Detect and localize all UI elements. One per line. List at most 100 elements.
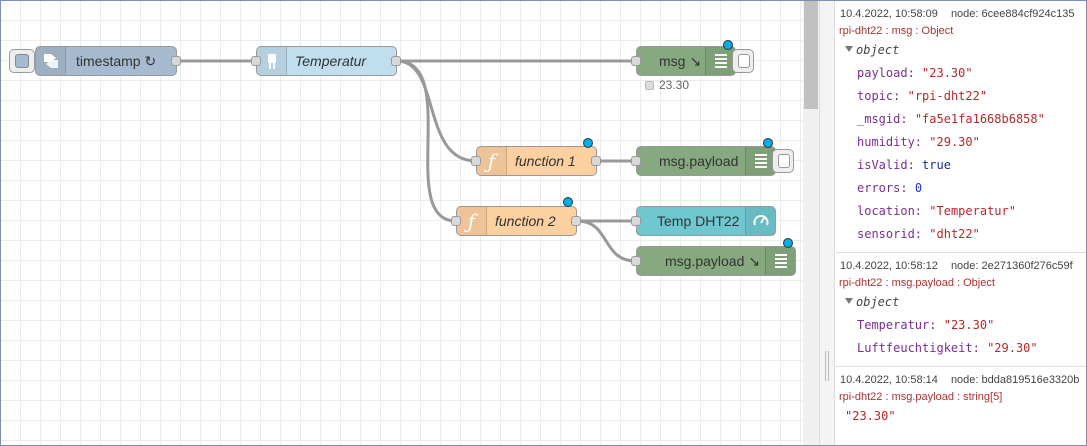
property-key: sensorid:	[857, 227, 923, 241]
node-debug-msg[interactable]: msg ↘	[636, 46, 736, 76]
object-property: _msgid: "fa5e1fa1668b6858"	[839, 108, 1086, 131]
debug-toggle-button[interactable]	[772, 149, 794, 173]
list-icon	[705, 47, 735, 75]
node-debug-payload1-label: msg.payload	[659, 153, 739, 169]
object-property: topic: "rpi-dht22"	[839, 85, 1086, 108]
node-temperatur[interactable]: Temperatur	[256, 46, 397, 76]
port-debug-payload1-in[interactable]	[631, 156, 641, 166]
node-debug-msg-label: msg ↘	[659, 52, 702, 69]
debug-message-date: 10.4.2022, 10:58:12	[840, 260, 938, 272]
port-timestamp-out[interactable]	[171, 56, 181, 66]
debug-object: object payload: "23.30" topic: "rpi-dht2…	[839, 39, 1086, 246]
debug-message: 10.4.2022, 10:58:09 node: 6cee884cf924c1…	[835, 1, 1086, 253]
node-function1-label: function 1	[515, 153, 576, 169]
debug-value: "23.30"	[839, 405, 1086, 428]
node-status: 23.30	[645, 78, 689, 92]
port-gauge-in[interactable]	[631, 216, 641, 226]
node-timestamp[interactable]: timestamp ↻	[35, 46, 177, 76]
property-key: humidity:	[857, 135, 923, 149]
node-gauge-temp-dht22[interactable]: Temp DHT22	[636, 206, 776, 236]
debug-message-date: 10.4.2022, 10:58:09	[840, 8, 938, 20]
status-square-icon	[645, 80, 654, 90]
port-function1-out[interactable]	[591, 156, 601, 166]
inject-button[interactable]	[9, 49, 35, 73]
property-key: Temperatur:	[857, 318, 937, 332]
object-property: Temperatur: "23.30"	[839, 314, 1086, 337]
debug-message-topic: rpi-dht22 : msg.payload : string[5]	[839, 391, 1003, 403]
property-value: "23.30"	[922, 66, 973, 80]
debug-message-meta: 10.4.2022, 10:58:09 node: 6cee884cf924c1…	[839, 5, 1086, 23]
debug-message-topic: rpi-dht22 : msg.payload : Object	[839, 277, 995, 289]
object-toggle[interactable]: object	[839, 291, 1086, 314]
debug-message: 10.4.2022, 10:58:12 node: 2e271360f276c5…	[835, 253, 1086, 367]
object-property: errors: 0	[839, 177, 1086, 200]
debug-toggle-button[interactable]	[732, 49, 754, 73]
object-property: Luftfeuchtigkeit: "29.30"	[839, 337, 1086, 360]
property-value: "fa5e1fa1668b6858"	[914, 112, 1045, 126]
node-timestamp-label: timestamp ↻	[76, 52, 157, 69]
object-property: sensorid: "dht22"	[839, 223, 1086, 246]
object-toggle[interactable]: object	[839, 39, 1086, 62]
property-key: errors:	[857, 181, 908, 195]
gauge-icon	[745, 207, 775, 235]
property-key: topic:	[857, 89, 901, 103]
status-dot	[563, 197, 573, 207]
node-function1[interactable]: ƒ function 1	[476, 146, 597, 176]
property-value: true	[922, 158, 951, 172]
debug-message-topic: rpi-dht22 : msg : Object	[839, 25, 954, 37]
debug-message-date: 10.4.2022, 10:58:14	[840, 374, 938, 386]
port-temperatur-out[interactable]	[391, 56, 401, 66]
debug-message: 10.4.2022, 10:58:14 node: bdda819516e332…	[835, 367, 1086, 434]
function-icon: ƒ	[457, 207, 487, 235]
expand-triangle-icon	[845, 46, 853, 52]
port-function2-in[interactable]	[451, 216, 461, 226]
workspace-scrollbar-thumb[interactable]	[804, 1, 818, 109]
node-function2[interactable]: ƒ function 2	[456, 206, 577, 236]
port-debug-msg-in[interactable]	[631, 56, 641, 66]
node-gauge-label: Temp DHT22	[657, 213, 740, 229]
debug-message-meta: 10.4.2022, 10:58:14 node: bdda819516e332…	[839, 371, 1086, 389]
splitter-grip[interactable]	[825, 351, 829, 381]
node-debug-payload1[interactable]: msg.payload	[636, 146, 776, 176]
property-value: "23.30"	[943, 318, 995, 332]
property-value: "29.30"	[987, 341, 1038, 355]
object-property: location: "Temperatur"	[839, 200, 1086, 223]
status-dot	[783, 238, 793, 248]
port-function2-out[interactable]	[571, 216, 581, 226]
object-property: isValid: true	[839, 154, 1086, 177]
function-icon: ƒ	[477, 147, 507, 175]
property-key: Luftfeuchtigkeit:	[857, 341, 980, 355]
status-dot	[763, 138, 773, 148]
list-icon	[765, 247, 795, 275]
status-dot	[583, 138, 593, 148]
debug-object: object Temperatur: "23.30" Luftfeuchtigk…	[839, 291, 1086, 360]
property-value: "29.30"	[929, 135, 980, 149]
wire-function2-msgpayload2	[575, 219, 638, 263]
debug-sidebar: 10.4.2022, 10:58:09 node: 6cee884cf924c1…	[835, 1, 1086, 445]
port-temperatur-in[interactable]	[251, 56, 261, 66]
object-type-label: object	[856, 43, 900, 57]
property-key: _msgid:	[857, 112, 908, 126]
node-status-text: 23.30	[659, 78, 690, 92]
object-property: payload: "23.30"	[839, 62, 1086, 85]
node-debug-payload2[interactable]: msg.payload ↘	[636, 246, 796, 276]
wire-temperatur-function1	[395, 59, 478, 163]
debug-message-node-link[interactable]: node: 6cee884cf924c135	[950, 8, 1075, 20]
port-function1-in[interactable]	[471, 156, 481, 166]
sidebar-splitter[interactable]	[819, 1, 835, 445]
object-property: humidity: "29.30"	[839, 131, 1086, 154]
port-debug-payload2-in[interactable]	[631, 256, 641, 266]
wire-temperatur-function2	[395, 59, 458, 223]
list-icon	[745, 147, 775, 175]
property-value: "dht22"	[929, 227, 980, 241]
debug-message-node-link[interactable]: node: bdda819516e3320b	[950, 374, 1080, 386]
flow-workspace[interactable]: timestamp ↻ Temperatur msg ↘ 23.30 ƒ	[1, 1, 803, 445]
plug-icon	[257, 47, 287, 75]
property-key: location:	[857, 204, 923, 218]
object-type-label: object	[856, 295, 900, 309]
debug-message-node-link[interactable]: node: 2e271360f276c59f	[950, 260, 1073, 272]
status-dot	[723, 40, 733, 50]
workspace-scrollbar-track[interactable]	[803, 1, 819, 445]
node-function2-label: function 2	[495, 213, 556, 229]
